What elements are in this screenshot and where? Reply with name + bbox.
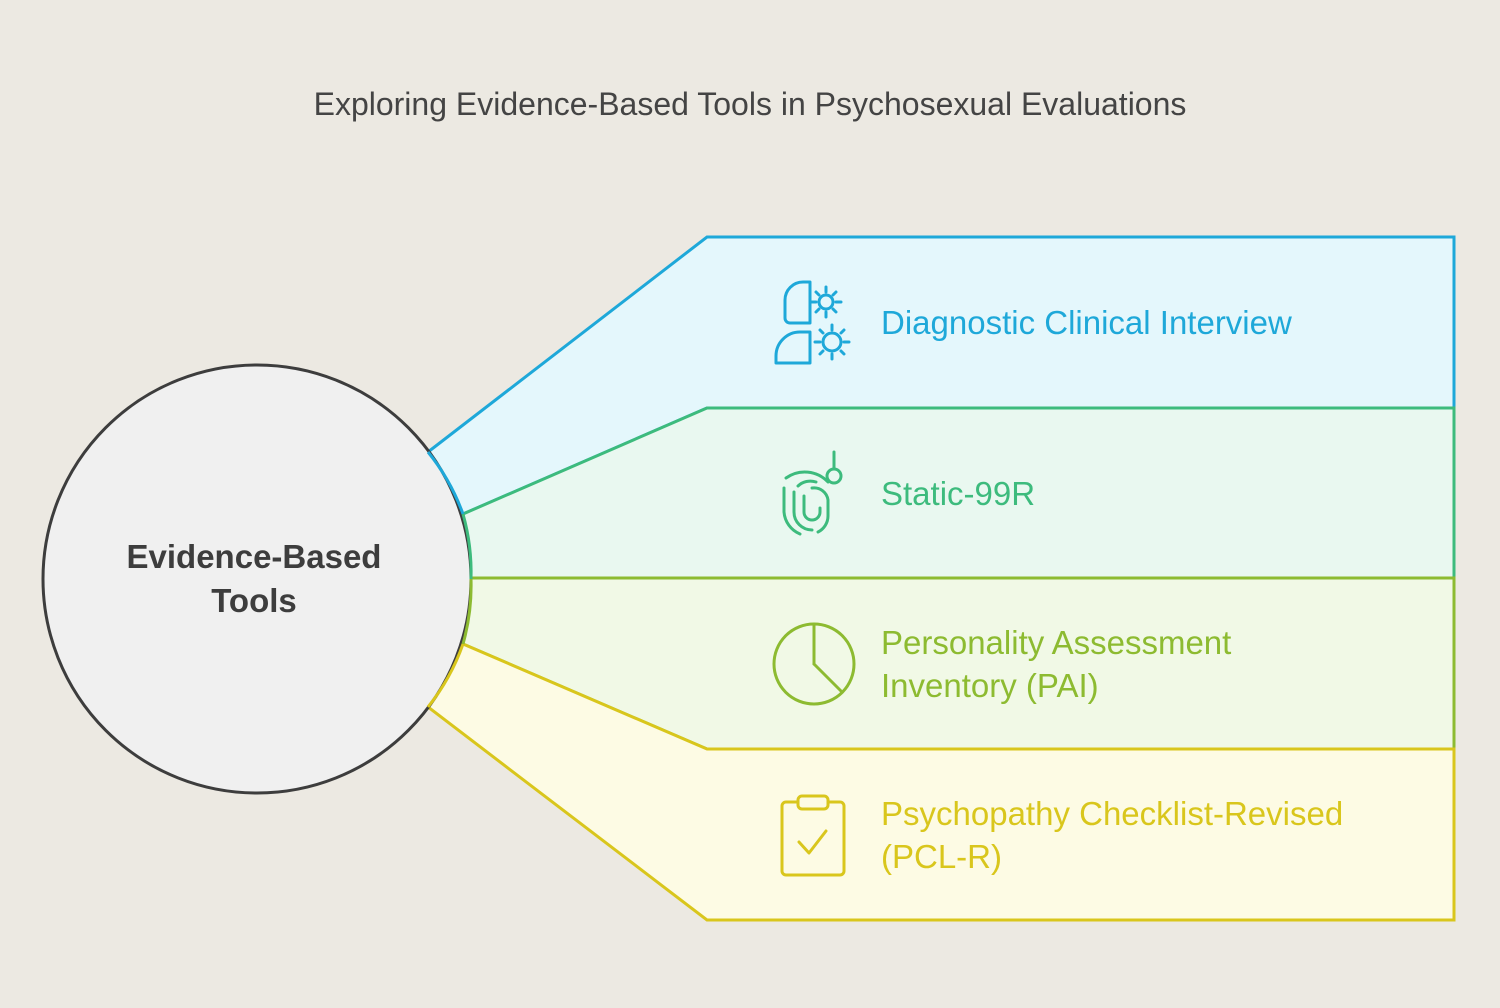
branch-label-2: Static-99R xyxy=(881,472,1035,515)
branch-label-4: Psychopathy Checklist-Revised (PCL-R) xyxy=(881,792,1343,878)
head-gears-icon xyxy=(774,280,851,365)
branch-label-4-line1: Psychopathy Checklist-Revised xyxy=(881,795,1344,832)
hub-arc-4 xyxy=(426,643,465,708)
branch-label-4-line2: (PCL-R) xyxy=(881,838,1002,875)
hub-label: Evidence-Based Tools xyxy=(54,535,454,623)
branch-label-1: Diagnostic Clinical Interview xyxy=(881,301,1292,344)
branch-label-2-line1: Static-99R xyxy=(881,475,1036,512)
diagram-title: Exploring Evidence-Based Tools in Psycho… xyxy=(313,86,1187,122)
branch-label-1-line1: Diagnostic Clinical Interview xyxy=(881,304,1292,341)
clipboard-check-icon xyxy=(780,794,846,877)
hub-label-line1: Evidence-Based xyxy=(126,538,382,575)
pie-clock-icon xyxy=(772,622,856,706)
fingerprint-icon xyxy=(782,450,843,536)
hub-label-line2: Tools xyxy=(211,582,297,619)
branch-label-3-line1: Personality Assessment xyxy=(881,624,1232,661)
hub-arc-2 xyxy=(461,513,473,580)
branch-label-3: Personality Assessment Inventory (PAI) xyxy=(881,621,1231,707)
hub-arc-3 xyxy=(461,578,473,645)
branch-label-3-line2: Inventory (PAI) xyxy=(881,667,1099,704)
hub-arc-1 xyxy=(426,451,465,515)
